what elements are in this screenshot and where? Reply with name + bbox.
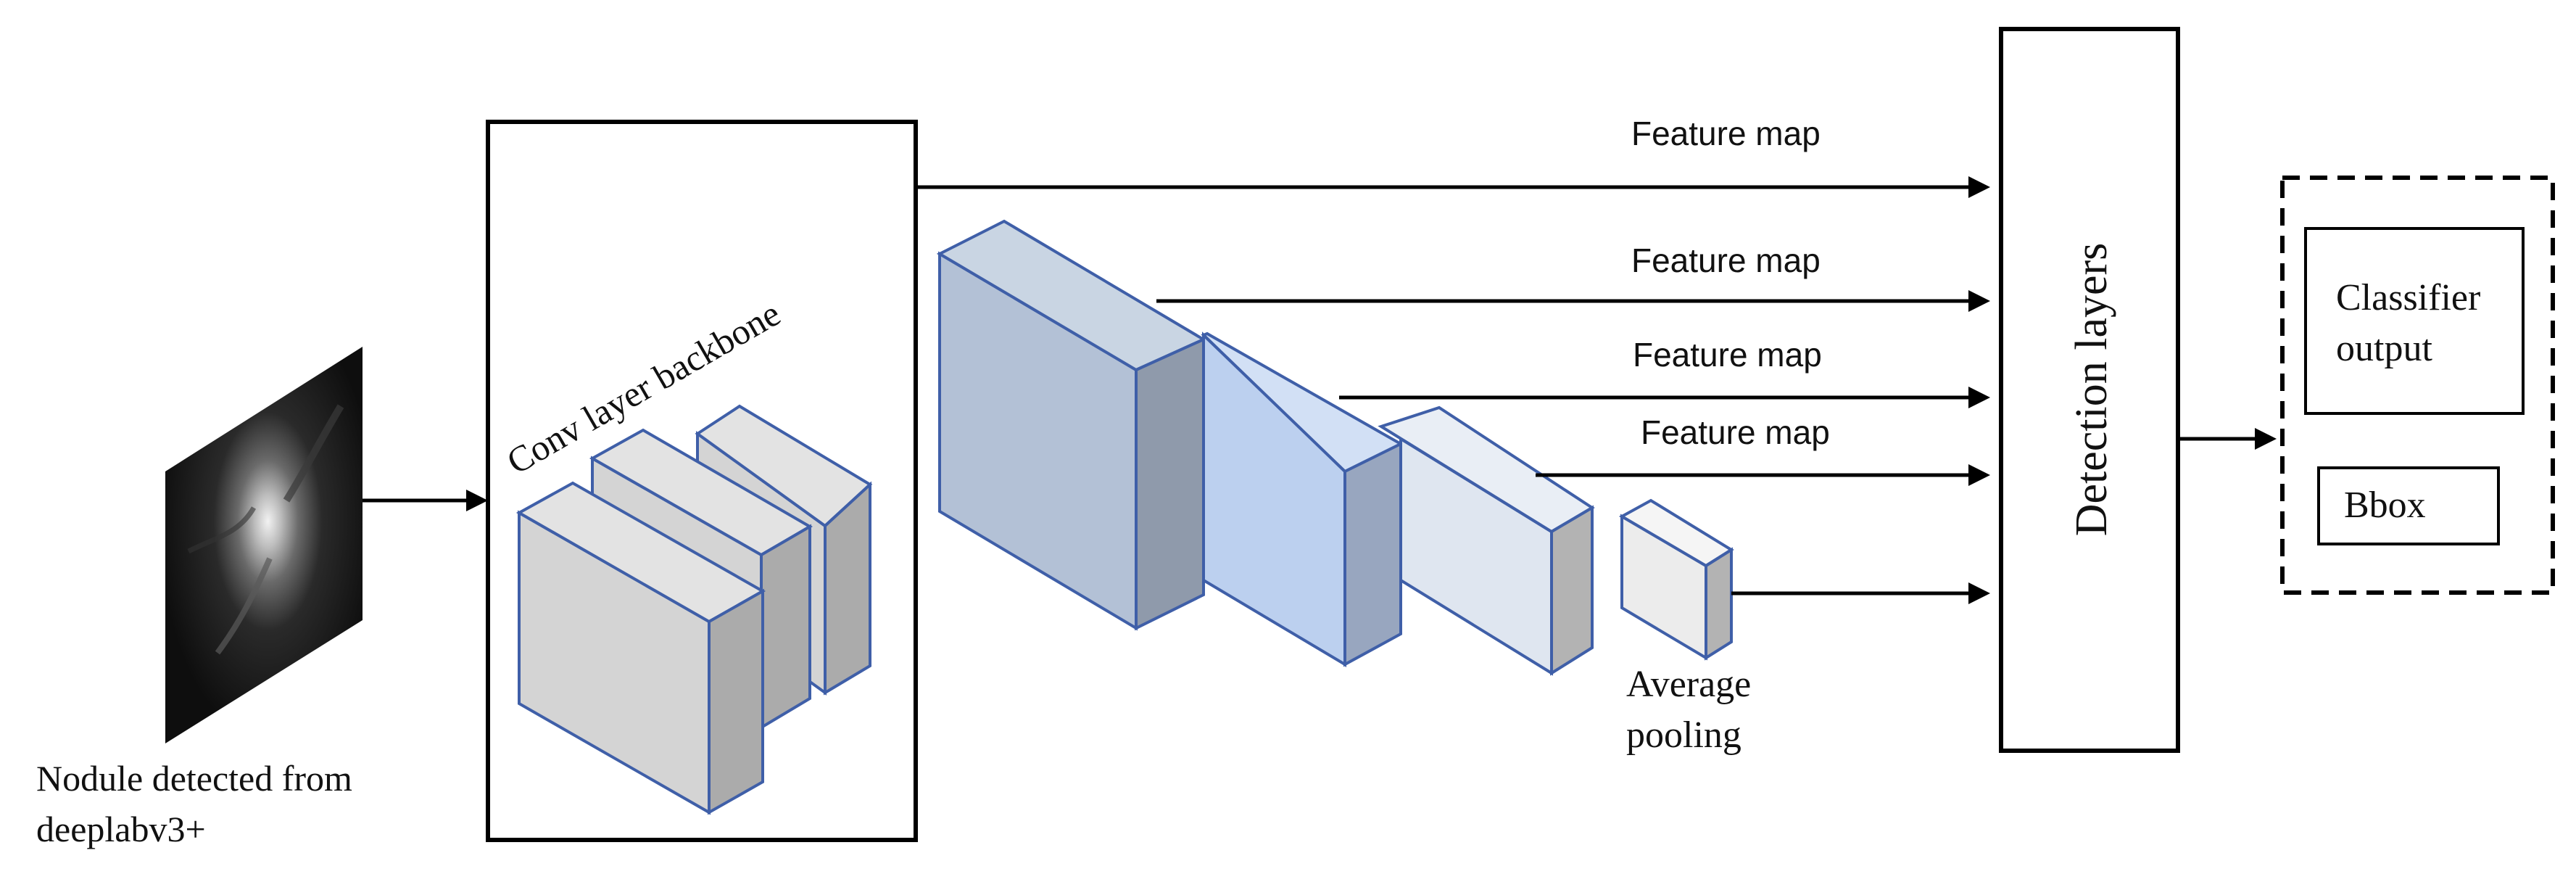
feature-map-block-3 [1378,405,1595,676]
output-dashed-box [2280,176,2555,595]
classifier-output-box [2304,227,2525,415]
bbox-output-box [2317,466,2500,545]
backbone-conv-block-1 [515,481,766,815]
classifier-label-line2: output [2336,328,2432,369]
classifier-label-line1: Classifier [2336,277,2480,318]
input-caption-line1: Nodule detected from [36,758,352,799]
feature-map-block-2 [1201,331,1404,667]
feature-map-label-1: Feature map [1631,115,1821,152]
bbox-label: Bbox [2344,485,2426,526]
average-pooling-block [1618,498,1734,661]
pooling-label-line2: pooling [1626,714,1742,756]
input-nodule-image [165,347,363,743]
feature-map-block-1 [936,219,1207,631]
detection-layers-box [1999,27,2180,753]
pooling-label-line1: Average [1626,664,1751,705]
feature-map-label-3: Feature map [1633,336,1822,374]
detection-layers-label: Detection layers [2067,243,2116,537]
backbone-box [486,120,918,842]
feature-map-label-4: Feature map [1641,413,1830,451]
feature-map-label-2: Feature map [1631,242,1821,279]
input-caption-line2: deeplabv3+ [36,809,206,849]
